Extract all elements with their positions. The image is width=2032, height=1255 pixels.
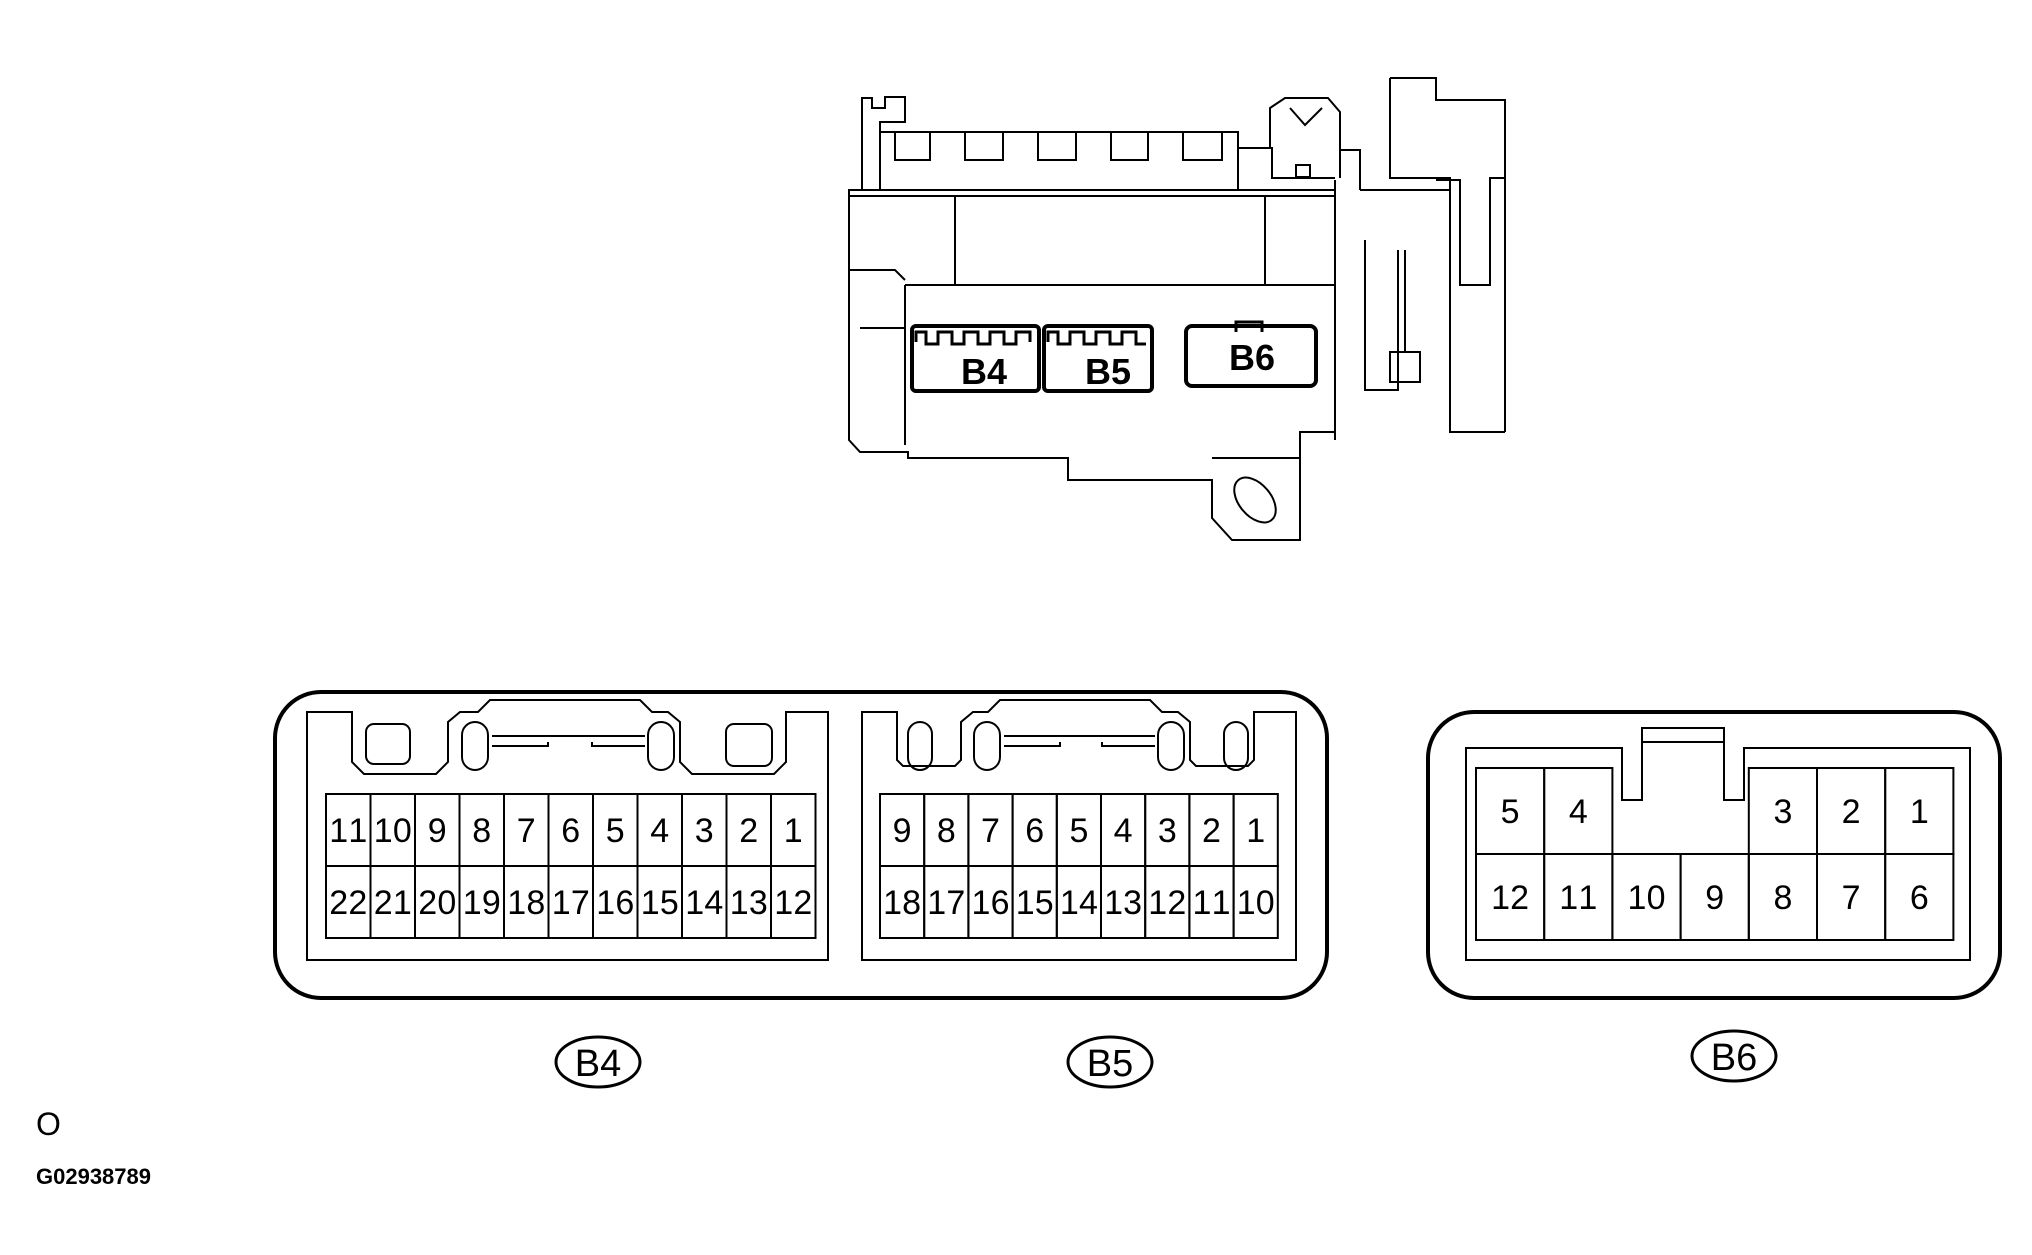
svg-text:B5: B5 [1087, 1043, 1133, 1085]
pin-number: 12 [774, 884, 812, 922]
figure-id: G02938789 [36, 1164, 151, 1189]
pin-cell [1884, 853, 1955, 941]
pin-number: 20 [418, 884, 456, 922]
pin-number: 14 [685, 884, 723, 922]
pin-number: 7 [981, 812, 1000, 850]
pin-number: 11 [329, 812, 367, 850]
pin-number: 16 [972, 884, 1010, 922]
svg-text:B4: B4 [575, 1043, 621, 1085]
pin-cell [770, 865, 817, 939]
pin-number: 9 [893, 812, 912, 850]
connector-housing-b4-b5 [273, 690, 1329, 1000]
window-b6-label: B6 [1229, 337, 1275, 378]
pin-number: 6 [1025, 812, 1044, 850]
pin-number: 1 [1910, 793, 1929, 831]
pin-number: 13 [730, 884, 768, 922]
pin-number: 10 [1237, 884, 1275, 922]
pin-number: 12 [1148, 884, 1186, 922]
pin-number: 10 [1628, 879, 1666, 917]
pin-grid-b6: 5 4 3 2 1 12 11 10 9 8 7 6 [1475, 767, 1955, 941]
pin-number: 8 [937, 812, 956, 850]
pin-number: 5 [606, 812, 625, 850]
connector-label-b4: B4 [554, 1035, 642, 1089]
pin-number: 22 [329, 884, 367, 922]
pin-number: 18 [507, 884, 545, 922]
pin-number: 2 [1202, 812, 1221, 850]
figure-note-mark: O [36, 1106, 61, 1142]
pin-number: 7 [517, 812, 536, 850]
svg-text:B6: B6 [1711, 1037, 1757, 1079]
connector-face-b6 [1465, 727, 1971, 961]
window-b4-label: B4 [961, 351, 1007, 392]
pin-number: 14 [1060, 884, 1098, 922]
pin-number: 6 [561, 812, 580, 850]
pin-number: 12 [1491, 879, 1529, 917]
pin-number: 8 [1773, 879, 1792, 917]
pin-number: 8 [472, 812, 491, 850]
connector-face-b4 [306, 699, 829, 961]
pin-number: 15 [641, 884, 679, 922]
pin-number: 1 [1246, 812, 1265, 850]
pin-number: 3 [1773, 793, 1792, 831]
pin-number: 3 [1158, 812, 1177, 850]
pin-number: 3 [695, 812, 714, 850]
pin-number: 7 [1842, 879, 1861, 917]
pin-number: 10 [374, 812, 412, 850]
window-b5-label: B5 [1085, 351, 1131, 392]
pin-number: 9 [1705, 879, 1724, 917]
pin-number: 17 [927, 884, 965, 922]
pin-number: 6 [1910, 879, 1929, 917]
window-b5 [1042, 324, 1154, 393]
connector-label-b6: B6 [1690, 1029, 1778, 1083]
pin-number: 2 [1842, 793, 1861, 831]
pin-number: 18 [883, 884, 921, 922]
pin-number: 5 [1069, 812, 1088, 850]
pin-cell [1232, 865, 1279, 939]
pin-number: 11 [1193, 884, 1231, 922]
pin-number: 16 [596, 884, 634, 922]
pin-number: 15 [1016, 884, 1054, 922]
window-b6 [1184, 324, 1318, 388]
pin-number: 4 [650, 812, 669, 850]
pin-number: 9 [428, 812, 447, 850]
pin-number: 11 [1559, 879, 1597, 917]
window-b4 [910, 324, 1041, 393]
connector-face-b5 [861, 699, 1297, 961]
pin-number: 19 [463, 884, 501, 922]
junction-block-drawing [848, 77, 1506, 541]
pin-number: 4 [1114, 812, 1133, 850]
pin-number: 4 [1569, 793, 1588, 831]
pin-number: 21 [374, 884, 412, 922]
pin-number: 2 [739, 812, 758, 850]
pin-number: 1 [784, 812, 803, 850]
connector-housing-b6 [1426, 710, 2002, 1000]
assembly-windows: B4 B5 B6 [910, 320, 1318, 393]
pin-number: 17 [552, 884, 590, 922]
connector-label-b5: B5 [1066, 1035, 1154, 1089]
pin-number: 5 [1501, 793, 1520, 831]
pin-number: 13 [1104, 884, 1142, 922]
